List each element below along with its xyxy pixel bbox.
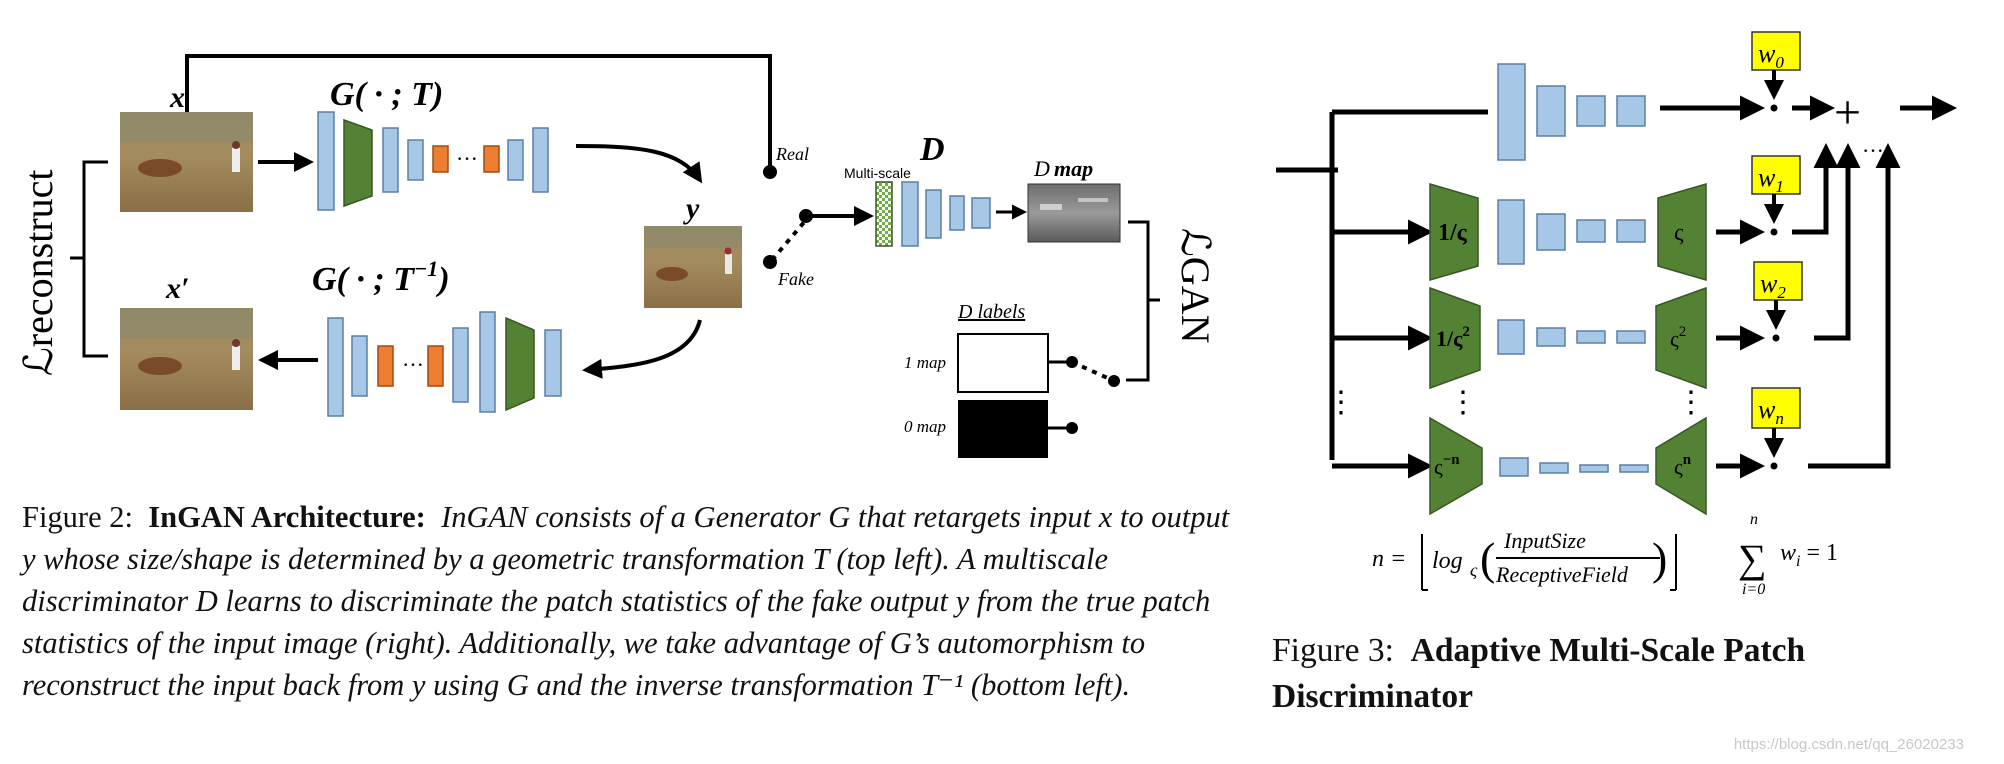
dmap-image xyxy=(1027,183,1121,243)
label-L-reconstruct: ℒreconstruct xyxy=(16,169,61,376)
figure-3-caption: Figure 3: Adaptive Multi-Scale Patch Dis… xyxy=(1272,628,1992,720)
generator-top: ··· xyxy=(317,111,549,211)
real-node xyxy=(763,165,777,179)
scale-out-n: ςn xyxy=(1674,452,1692,479)
label-dmap-map: map xyxy=(1054,156,1093,181)
svg-text:···: ··· xyxy=(1862,138,1884,163)
label-dmap-d: D xyxy=(1033,156,1050,181)
svg-text:n: n xyxy=(1750,511,1758,528)
reconstruct-bracket xyxy=(82,160,108,358)
w1-label: w1 xyxy=(1758,163,1784,196)
svg-text:⋮: ⋮ xyxy=(1448,386,1478,419)
discriminator xyxy=(875,181,991,247)
svg-text:log: log xyxy=(1432,548,1463,574)
label-x: x xyxy=(169,81,185,114)
scale-out-1: ς xyxy=(1674,220,1684,246)
input-image-x xyxy=(120,112,253,212)
generator-bottom: ··· xyxy=(327,311,562,417)
plus-node: + xyxy=(1834,86,1861,139)
label-G-inv: G( · ; T−1) xyxy=(312,256,450,298)
label-G: G( · ; T) xyxy=(330,76,443,113)
row-2: 1/ς2 ς2 xyxy=(1429,286,1707,390)
scale-in-n: ς−n xyxy=(1434,452,1460,479)
label-L-gan: ℒGAN xyxy=(1173,228,1218,343)
svg-text:ς: ς xyxy=(1470,560,1478,580)
reconstructed-image-xprime xyxy=(120,308,253,410)
svg-text:InputSize: InputSize xyxy=(1503,528,1586,553)
switch-dotted xyxy=(770,218,808,262)
scale-in-1: 1/ς xyxy=(1438,220,1468,246)
row-1: 1/ς ς xyxy=(1429,183,1707,281)
one-map-box xyxy=(957,333,1049,393)
svg-text:ReceptiveField: ReceptiveField xyxy=(1495,562,1629,587)
caption-3-title: Adaptive Multi-Scale Patch Discriminator xyxy=(1272,632,1806,715)
gan-bracket xyxy=(1126,220,1150,382)
svg-text:n =: n = xyxy=(1372,546,1406,572)
w2-label: w2 xyxy=(1760,269,1786,302)
arrow-G-to-y xyxy=(575,144,703,184)
arrow-y-to-Ginv xyxy=(582,319,702,379)
row-n: ς−n ςn xyxy=(1429,416,1707,516)
svg-text:∑: ∑ xyxy=(1738,536,1767,581)
label-multiscale: Multi-scale xyxy=(844,165,911,181)
label-x-prime: x′ xyxy=(165,272,189,305)
caption-2-label: Figure 2: xyxy=(22,500,133,534)
caption-2-body: InGAN consists of a Generator G that ret… xyxy=(22,500,1230,702)
svg-text:(: ( xyxy=(1480,533,1495,584)
output-image-y xyxy=(644,226,742,308)
w0-label: w0 xyxy=(1758,39,1784,72)
svg-text:wi= 1: wi= 1 xyxy=(1780,540,1838,570)
caption-2-title: InGAN Architecture: xyxy=(148,500,426,534)
label-1map: 1 map xyxy=(904,353,946,372)
formula-n: n = log ς ( InputSize ReceptiveField ) xyxy=(1372,528,1677,591)
svg-text:): ) xyxy=(1652,533,1667,584)
figure-3: ⋮ 1/ς ς 1/ς2 xyxy=(1276,31,1957,598)
zero-map-box xyxy=(958,400,1048,458)
watermark: https://blog.csdn.net/qq_26020233 xyxy=(1733,736,1964,753)
dots-bottom: ··· xyxy=(402,352,424,377)
label-y: y xyxy=(683,192,700,225)
weight-boxes: w0 w1 w2 wn xyxy=(1751,31,1803,470)
label-real: Real xyxy=(775,144,809,164)
trunk-vdots: ⋮ xyxy=(1326,386,1356,419)
wn-label: wn xyxy=(1758,395,1784,428)
formula-sum: n ∑ i=0 wi= 1 xyxy=(1738,511,1838,598)
scale-out-2: ς2 xyxy=(1670,324,1686,351)
svg-text:i=0: i=0 xyxy=(1742,581,1765,598)
label-0map: 0 map xyxy=(904,417,946,436)
caption-3-label: Figure 3: xyxy=(1272,632,1394,669)
dots-top: ··· xyxy=(456,146,478,171)
scale-in-2: 1/ς2 xyxy=(1436,324,1470,351)
svg-text:⋮: ⋮ xyxy=(1676,386,1706,419)
figure-2-caption: Figure 2: InGAN Architecture: InGAN cons… xyxy=(22,496,1230,706)
label-D: D xyxy=(919,131,945,168)
figure-2: x G( · ; T) ··· y Real xyxy=(16,54,1218,458)
real-path-line xyxy=(185,54,772,168)
label-fake: Fake xyxy=(777,269,814,289)
label-dlabels: D labels xyxy=(957,301,1025,323)
row-0 xyxy=(1497,63,1646,161)
